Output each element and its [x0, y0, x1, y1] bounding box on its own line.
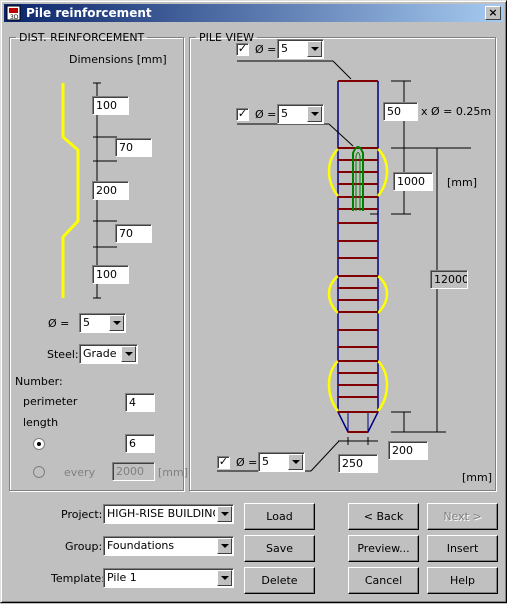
top-diameter-label: Ø = — [255, 43, 277, 56]
dim-top-input[interactable]: 100 — [92, 96, 129, 115]
preview-button[interactable]: Preview... — [348, 535, 419, 562]
template-select[interactable]: Pile 1 — [103, 568, 234, 588]
load-button[interactable]: Load — [244, 503, 315, 530]
steel-value: Grade 3 — [83, 347, 121, 360]
length-count-radio[interactable] — [33, 438, 45, 450]
anchor-diameter-label: Ø = — [255, 108, 277, 121]
app-icon: 3D — [6, 5, 21, 21]
project-chevron-down-icon[interactable] — [217, 506, 232, 522]
save-button[interactable]: Save — [244, 535, 315, 562]
anchor-multiplier-input[interactable]: 50 — [383, 102, 418, 121]
dimensions-label: Dimensions [mm] — [69, 53, 167, 66]
pile-shape — [327, 80, 389, 433]
tip-length-input[interactable]: 200 — [388, 441, 428, 460]
steel-label: Steel: — [47, 348, 79, 361]
dim-middle-input[interactable]: 200 — [92, 181, 129, 200]
next-button[interactable]: Next > — [427, 503, 498, 530]
dist-reinforcement-legend: DIST. REINFORCEMENT — [19, 31, 145, 44]
bottom-diameter-chevron-down-icon[interactable] — [288, 454, 303, 470]
anchor-diameter-select[interactable]: 5 — [277, 104, 324, 124]
svg-text:3D: 3D — [10, 14, 19, 21]
anchor-length-text: x Ø = 0.25m — [421, 105, 492, 118]
bottom-diameter-select[interactable]: 5 — [258, 452, 305, 472]
close-button[interactable]: × — [485, 6, 501, 20]
title-bar: 3D Pile reinforcement × — [4, 4, 503, 22]
segment-unit-label: [mm] — [447, 176, 478, 189]
group-label: Group: — [65, 540, 103, 553]
perimeter-label: perimeter — [23, 395, 78, 408]
top-diameter-chevron-down-icon[interactable] — [307, 41, 322, 57]
pile-view-group: PILE VIEW — [189, 31, 496, 491]
dim-lower-transition-input[interactable]: 70 — [115, 224, 152, 243]
project-label: Project: — [61, 508, 103, 521]
length-label: length — [23, 416, 59, 429]
template-label: Template: — [51, 572, 105, 585]
pile-length-field[interactable]: 12000 — [430, 270, 468, 289]
back-button[interactable]: < Back — [348, 503, 419, 530]
steel-select[interactable]: Grade 3 — [79, 344, 138, 364]
insert-button[interactable]: Insert — [427, 535, 498, 562]
project-select[interactable]: HIGH-RISE BUILDING — [103, 504, 234, 524]
stirrups — [338, 80, 378, 433]
template-chevron-down-icon[interactable] — [217, 570, 232, 586]
top-diameter-value: 5 — [281, 42, 288, 55]
anchor-diameter-value: 5 — [281, 107, 288, 120]
every-label: every — [64, 466, 96, 479]
group-value: Foundations — [107, 539, 175, 552]
segment-length-input[interactable]: 1000 — [393, 172, 433, 191]
every-radio[interactable] — [33, 466, 45, 478]
perimeter-input[interactable]: 4 — [125, 393, 155, 412]
dim-bottom-input[interactable]: 100 — [92, 265, 129, 284]
anchor-bar-checkbox[interactable]: ✓ — [236, 107, 249, 121]
template-value: Pile 1 — [107, 571, 137, 584]
bottom-diameter-value: 5 — [262, 455, 269, 468]
delete-button[interactable]: Delete — [244, 567, 315, 594]
group-chevron-down-icon[interactable] — [217, 538, 232, 554]
anchor-diameter-chevron-down-icon[interactable] — [307, 106, 322, 122]
length-count-input[interactable]: 6 — [125, 434, 155, 453]
top-diameter-select[interactable]: 5 — [277, 39, 324, 59]
bottom-diameter-label: Ø = — [236, 456, 258, 469]
bottom-width-input[interactable]: 250 — [338, 454, 378, 473]
steel-chevron-down-icon[interactable] — [121, 346, 136, 362]
dist-diameter-select[interactable]: 5 — [79, 313, 126, 333]
pile-view-legend: PILE VIEW — [199, 31, 255, 44]
group-select[interactable]: Foundations — [103, 536, 234, 556]
bottom-unit-label: [mm] — [462, 471, 493, 484]
bottom-bar-checkbox[interactable]: ✓ — [217, 455, 230, 469]
every-input[interactable]: 2000 — [112, 462, 155, 481]
window-title: Pile reinforcement — [26, 6, 152, 20]
dist-diameter-label: Ø = — [48, 317, 70, 330]
cancel-button[interactable]: Cancel — [348, 567, 419, 594]
pile-dimension-lines — [217, 60, 471, 472]
top-bar-checkbox[interactable]: ✓ — [236, 42, 249, 56]
every-unit-label: [mm] — [158, 466, 189, 479]
project-value: HIGH-RISE BUILDING — [107, 507, 215, 520]
help-button[interactable]: Help — [427, 567, 498, 594]
number-label: Number: — [15, 375, 63, 388]
dist-diameter-chevron-down-icon[interactable] — [109, 315, 124, 331]
dim-upper-transition-input[interactable]: 70 — [115, 138, 152, 157]
dist-reinforcement-group: DIST. REINFORCEMENT — [9, 31, 184, 491]
dist-diameter-value: 5 — [83, 316, 90, 329]
